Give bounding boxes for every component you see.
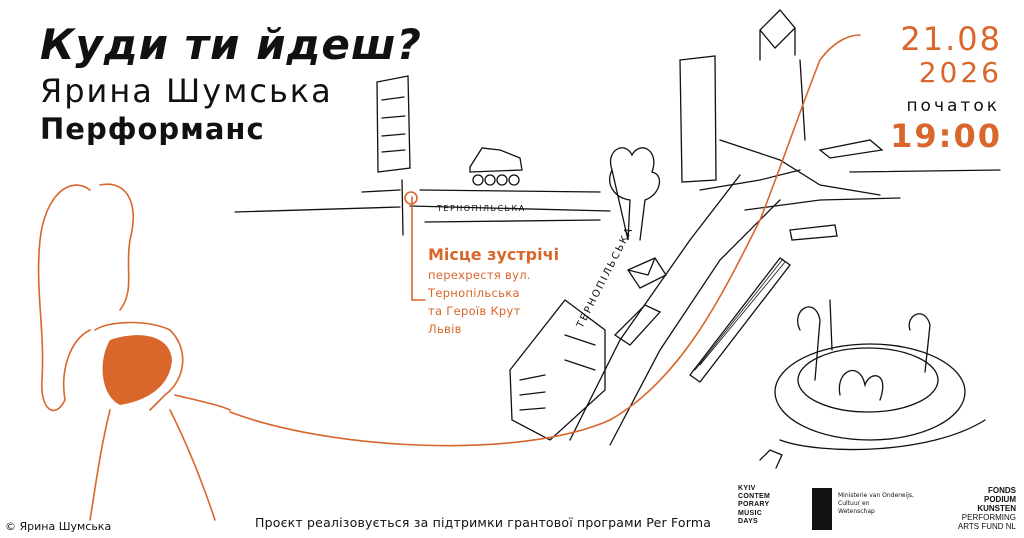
car-sketch (613, 304, 662, 346)
girl-body (94, 321, 184, 411)
structure-sketch (759, 9, 796, 61)
start-label: початок (906, 96, 1000, 116)
meeting-address-line: та Героїв Крут (428, 304, 521, 318)
main-street-line (569, 174, 741, 441)
cat-sketch (759, 449, 783, 469)
event-date: 21.08 (900, 20, 1002, 58)
hatched-barrier (789, 224, 838, 241)
street-line (361, 189, 601, 193)
event-title: Куди ти йдеш? (40, 20, 422, 69)
hatched-barrier (689, 257, 791, 383)
trees-sketch (609, 147, 661, 241)
copyright-credit: © Ярина Шумська (5, 520, 112, 533)
meeting-address-line: Тернопільська (428, 286, 520, 300)
building-sketch (509, 299, 606, 441)
girl-shirt-fill (102, 335, 172, 405)
envelope-sketch (627, 257, 667, 289)
road-line (744, 197, 901, 211)
ministry-emblem (812, 488, 832, 530)
meeting-point-marker (404, 191, 418, 205)
street-line (424, 219, 601, 223)
building-sketch (679, 55, 717, 183)
event-year: 2026 (918, 56, 1002, 89)
fonds-podium-kunsten-logo: FONDS PODIUM KUNSTEN PERFORMING ARTS FUN… (957, 486, 1016, 531)
kyiv-music-days-logo: KYIV CONTEM PORARY MUSIC DAYS (738, 485, 771, 525)
girl-arm (174, 394, 231, 411)
event-genre: Перформанс (40, 112, 265, 146)
meeting-point-line (411, 196, 426, 301)
road-line (719, 139, 881, 196)
main-street-line (609, 199, 781, 446)
park-sketch (774, 343, 966, 441)
meeting-title: Місце зустрічі (428, 245, 560, 264)
start-time: 19:00 (890, 117, 1002, 155)
bench-sketch (818, 139, 884, 159)
roller-skate-sketch (469, 147, 523, 173)
string-path (229, 34, 861, 447)
tree-sketch (908, 313, 931, 373)
building-sketch (376, 75, 411, 173)
meeting-address-line: перехрестя вул. (428, 268, 531, 282)
author-name: Ярина Шумська (40, 72, 333, 110)
support-note: Проєкт реалізовується за підтримки грант… (255, 515, 712, 530)
girl-skirt (89, 409, 216, 521)
tree-sketch (797, 299, 833, 381)
street-line (234, 205, 611, 213)
road-line (699, 169, 1001, 191)
fountain-sketch (838, 370, 884, 401)
meeting-city: Львів (428, 322, 462, 336)
street-label-left: ТЕРНОПІЛЬСЬКА (437, 204, 526, 213)
girl-hair (37, 184, 91, 412)
ministry-logo-text: Ministerie van Onderwijs, Cultuur en Wet… (838, 492, 914, 515)
